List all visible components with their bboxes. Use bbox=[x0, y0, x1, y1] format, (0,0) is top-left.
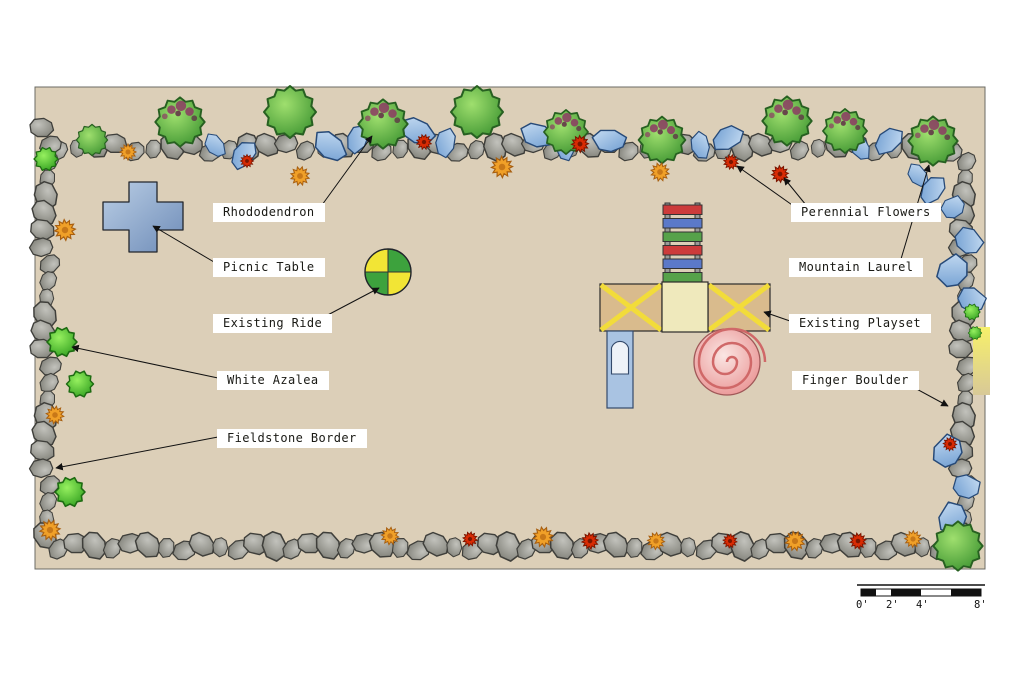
leader-white-azalea bbox=[71, 344, 219, 379]
leader-existing-ride bbox=[321, 287, 380, 319]
label-mountain-laurel: Mountain Laurel bbox=[789, 258, 924, 277]
existing-ride bbox=[364, 248, 412, 296]
leader-rhododendron bbox=[321, 135, 373, 206]
label-perennial-flowers: Perennial Flowers bbox=[791, 203, 941, 222]
label-existing-playset: Existing Playset bbox=[789, 314, 931, 333]
label-existing-ride: Existing Ride bbox=[213, 314, 333, 333]
scale-bar bbox=[857, 584, 985, 597]
leader-fieldstone bbox=[55, 436, 219, 471]
scale-tick-4: 4' bbox=[916, 599, 929, 611]
playset-spiral-slide bbox=[693, 327, 767, 396]
playset-platform bbox=[599, 281, 771, 333]
scale-tick-2: 2' bbox=[886, 599, 899, 611]
leader-picnic-table bbox=[152, 225, 215, 263]
label-white-azalea: White Azalea bbox=[217, 371, 329, 390]
yellow-edge-strip bbox=[973, 327, 990, 395]
leader-perennial-a bbox=[736, 165, 796, 208]
label-fieldstone-border: Fieldstone Border bbox=[217, 429, 367, 448]
leader-existing-playset bbox=[763, 310, 791, 322]
label-finger-boulder: Finger Boulder bbox=[792, 371, 919, 390]
leader-perennial-b bbox=[783, 177, 807, 206]
existing-playset bbox=[599, 202, 771, 409]
label-rhododendron: Rhododendron bbox=[213, 203, 325, 222]
scale-tick-0: 0' bbox=[856, 599, 869, 611]
playset-tunnel-slide bbox=[606, 330, 634, 409]
picnic-table bbox=[102, 181, 184, 253]
scale-tick-8: 8' bbox=[974, 599, 987, 611]
label-picnic-table: Picnic Table bbox=[213, 258, 325, 277]
